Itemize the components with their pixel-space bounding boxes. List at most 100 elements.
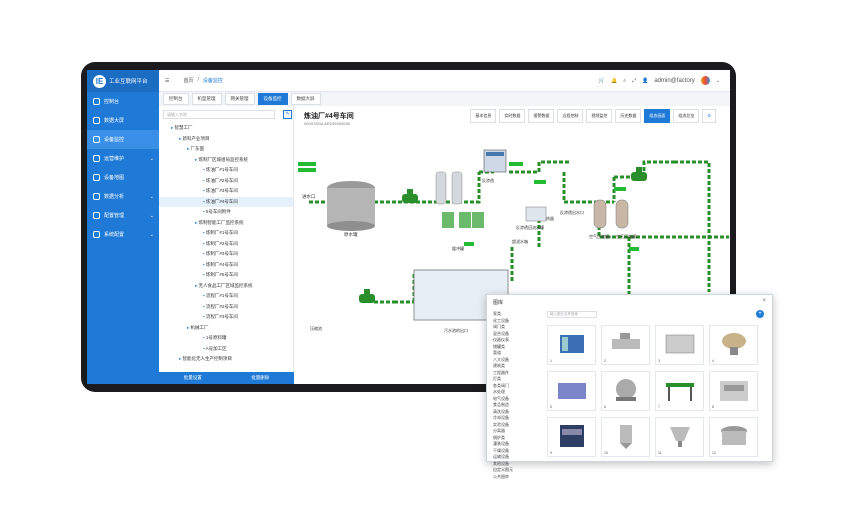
tree-item[interactable]: ▸ 智慧工厂 (159, 123, 293, 134)
library-category[interactable]: 灌装设备 (493, 441, 509, 446)
library-item[interactable]: 8 (709, 371, 758, 411)
tree-item[interactable]: ▸ 炼制智能工厂监控系统 (159, 218, 293, 229)
avatar[interactable] (700, 76, 710, 85)
sidebar-item-config[interactable]: 配置管理⌄ (87, 206, 159, 225)
library-category[interactable]: 仪器仪表 (493, 337, 509, 342)
library-item[interactable]: 2 (601, 325, 650, 365)
video-button[interactable]: 视频监控 (586, 109, 613, 123)
tree-item[interactable]: ▪ 炼油厂#2号车间 (159, 176, 293, 187)
batch-delete-button[interactable]: 批量删除 (251, 375, 270, 380)
tab-monitor[interactable]: 设备监控 (257, 93, 288, 105)
scada-view-button[interactable]: 组态画面 (644, 109, 671, 123)
library-item[interactable]: 5 (547, 371, 596, 411)
tree-item[interactable]: ▪ 流程厂#3号车间 (159, 312, 293, 323)
library-category[interactable]: 灯类 (493, 376, 501, 381)
sidebar-item-analysis[interactable]: 数据分析⌄ (87, 187, 159, 206)
remote-control-button[interactable]: 远程控制 (557, 109, 584, 123)
tree-item[interactable]: ▪ 流程厂#2号车间 (159, 302, 293, 313)
tree-item[interactable]: ▪ A号加工区 (159, 344, 293, 355)
tree-item[interactable]: ▪ 5号车间附件 (159, 207, 293, 218)
tree-item[interactable]: ▪ 炼油厂#3号车间 (159, 186, 293, 197)
tree-item[interactable]: ▸ 炼制厂区域组局监控系统 (159, 155, 293, 166)
library-item[interactable]: 6 (601, 371, 650, 411)
tree-item[interactable]: ▪ 炼油厂#1号车间 (159, 165, 293, 176)
menu-toggle-icon[interactable]: ☰ (165, 77, 170, 84)
library-category[interactable]: 建筑类 (493, 363, 505, 368)
fullscreen-icon[interactable]: ⤢ (632, 77, 637, 84)
settings-icon[interactable]: ⚙ (702, 109, 716, 123)
sidebar-item-maintenance[interactable]: 运营维护⌄ (87, 149, 159, 168)
library-category[interactable]: 公共图库 (493, 473, 509, 479)
library-category[interactable]: 各类阀门 (493, 382, 509, 388)
library-category[interactable]: 管道 (493, 350, 501, 355)
library-category[interactable]: 自定义图元 (493, 467, 513, 472)
tree-search-input[interactable]: 请输入名称 (163, 110, 275, 119)
add-icon[interactable]: + (756, 310, 764, 318)
tree-item[interactable]: ▸ 厂东面 (159, 144, 293, 155)
library-category[interactable]: 干燥设备 (493, 447, 509, 453)
library-item[interactable]: 1 (547, 325, 596, 365)
search-icon[interactable]: ⌕ (623, 77, 627, 84)
basic-info-button[interactable]: 基本信息 (470, 109, 497, 123)
tree-item[interactable]: ▪ 炼制厂#2号车间 (159, 239, 293, 250)
library-category[interactable]: 阀门类 (493, 324, 505, 329)
library-category[interactable]: 实验设备 (493, 421, 509, 427)
library-item[interactable]: 3 (655, 325, 704, 365)
tree-item[interactable]: ▪ 流程厂#1号车间 (159, 291, 293, 302)
pump-left[interactable] (402, 189, 418, 203)
library-category[interactable]: 清洗设备 (493, 408, 509, 414)
library-item[interactable]: 11 (655, 417, 704, 457)
sidebar-item-monitor[interactable]: 设备监控 (87, 130, 159, 149)
sidebar-item-console[interactable]: 控制台 (87, 92, 159, 111)
close-icon[interactable]: × (762, 298, 766, 304)
tree-item[interactable]: ▸ 机械工厂 (159, 323, 293, 334)
batch-set-button[interactable]: 批量设置 (183, 375, 202, 380)
pump-bottom[interactable] (359, 289, 375, 303)
edit-icon[interactable]: ✎ (283, 110, 292, 119)
sidebar-item-map[interactable]: 设备地图 (87, 168, 159, 187)
library-category[interactable]: 冷却设备 (493, 415, 509, 420)
library-item[interactable]: 4 (709, 325, 758, 365)
library-category[interactable]: 食品制造 (493, 402, 509, 407)
library-category[interactable]: 其他设备 (493, 460, 509, 466)
library-category[interactable]: 八大设备 (493, 356, 509, 362)
library-item[interactable]: 7 (655, 371, 704, 411)
library-category[interactable]: 储罐类 (493, 343, 505, 349)
breadcrumb-home[interactable]: 首页 (183, 78, 194, 84)
tab-model[interactable]: 机型管理 (191, 93, 222, 105)
tree-item[interactable]: ▪ 1号原料罐 (159, 333, 293, 344)
tab-dashboard[interactable]: 数据大屏 (290, 93, 321, 105)
library-search-input[interactable]: 输入图元名称搜索 (547, 311, 597, 318)
library-item[interactable]: 12 (709, 417, 758, 457)
tree-item[interactable]: ▪ 炼制厂#1号车间 (159, 228, 293, 239)
user-icon[interactable]: 👤 (642, 77, 649, 84)
tree-item[interactable]: ▪ 炼制厂#4号车间 (159, 260, 293, 271)
library-item[interactable]: 10 (601, 417, 650, 457)
library-category[interactable]: 混合设备 (493, 330, 509, 336)
library-category[interactable]: 化工设备 (493, 317, 509, 323)
sidebar-item-dashboard[interactable]: 数据大屏 (87, 111, 159, 130)
library-category[interactable]: 水处理 (493, 389, 505, 394)
tree-item[interactable]: ▪ 炼制厂#5号车间 (159, 270, 293, 281)
tree-item[interactable]: ▸ 新科产业项目 (159, 134, 293, 145)
history-data-button[interactable]: 历史数据 (615, 109, 642, 123)
alarm-data-button[interactable]: 报警数据 (528, 109, 555, 123)
tab-console[interactable]: 控制台 (163, 93, 189, 105)
tree-item[interactable]: ▸ 无人食品工厂区域监控系统 (159, 281, 293, 292)
tree-item[interactable]: ▸ 智能化无人生产控制项目 (159, 354, 293, 365)
scada-overview-button[interactable]: 组态总览 (673, 109, 700, 123)
tree-item[interactable]: ▪ 炼制厂#3号车间 (159, 249, 293, 260)
chevron-down-icon[interactable]: ⌄ (715, 77, 720, 84)
library-category[interactable]: 分离器 (493, 428, 505, 433)
user-name[interactable]: admin@factory (654, 77, 695, 84)
library-category[interactable]: 锅炉类 (493, 434, 505, 440)
library-category[interactable]: 运输设备 (493, 454, 509, 459)
library-item[interactable]: 9 (547, 417, 596, 457)
sidebar-item-system[interactable]: 系统配置⌄ (87, 225, 159, 244)
pump-right[interactable] (631, 167, 647, 181)
library-category[interactable]: 电气设备 (493, 395, 509, 401)
cart-icon[interactable]: 🛒 (598, 77, 606, 84)
bell-icon[interactable]: 🔔 (611, 77, 618, 84)
realtime-data-button[interactable]: 实时数据 (499, 109, 526, 123)
tab-gateway[interactable]: 网关管理 (224, 93, 255, 105)
